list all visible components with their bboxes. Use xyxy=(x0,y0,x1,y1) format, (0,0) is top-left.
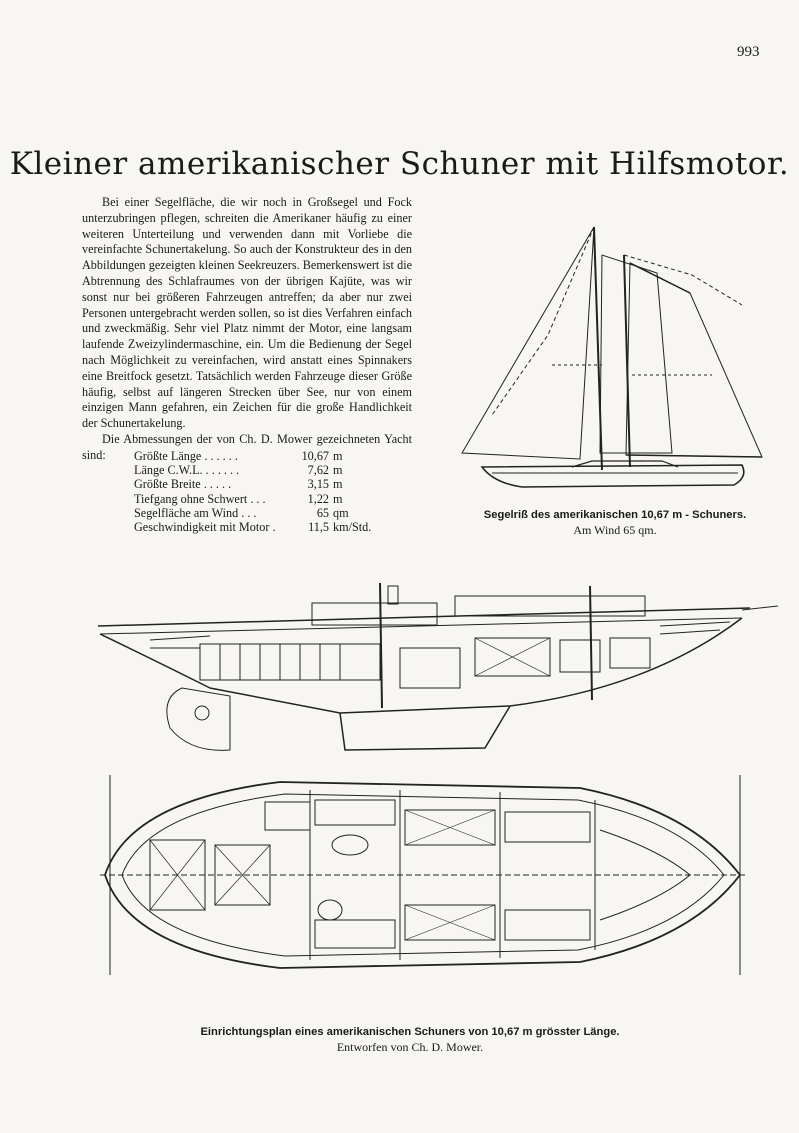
dimension-label: Länge C.W.L. . . . . . . xyxy=(134,463,240,478)
body-paragraph: Bei einer Segelfläche, die wir noch in G… xyxy=(82,195,412,431)
dimension-value: 7,62 xyxy=(307,463,329,478)
dimension-unit: qm xyxy=(333,505,349,520)
accommodation-plan-drawing xyxy=(100,775,748,975)
page-title: Kleiner amerikanischer Schuner mit Hilfs… xyxy=(9,146,790,182)
plan-caption: Einrichtungsplan eines amerikanischen Sc… xyxy=(200,1025,620,1055)
plan-caption-subtitle: Entworfen von Ch. D. Mower. xyxy=(336,1040,484,1054)
profile-section-drawing xyxy=(97,582,779,751)
sail-plan-caption-subtitle: Am Wind 65 qm. xyxy=(573,523,657,537)
dimension-unit: m xyxy=(333,449,343,463)
article-body: Bei einer Segelfläche, die wir noch in G… xyxy=(82,195,412,464)
sail-plan-drawing xyxy=(461,226,763,488)
dimension-label: Größte Länge . . . . . . xyxy=(134,449,238,463)
dimension-unit: m xyxy=(333,491,343,506)
dimension-unit: m xyxy=(333,477,343,492)
dimension-value: 65 xyxy=(316,505,329,520)
sail-plan-caption: Segelriß des amerikanischen 10,67 m - Sc… xyxy=(470,508,760,538)
page-number: 993 xyxy=(737,44,760,60)
dimension-row: Größte Breite . . . . . 3,15 m xyxy=(134,477,374,491)
dimension-label: Tiefgang ohne Schwert . . . xyxy=(134,491,266,506)
dimension-value: 1,22 xyxy=(307,491,329,506)
dimension-value: 11,5 xyxy=(308,520,329,535)
dimension-row: Länge C.W.L. . . . . . . 7,62 m xyxy=(134,463,374,477)
dimension-row: Geschwindigkeit mit Motor . 11,5 km/Std. xyxy=(134,520,374,534)
dimension-row: Segelfläche am Wind . . . 65 qm xyxy=(134,506,374,520)
dimension-unit: m xyxy=(333,463,343,478)
plan-caption-title: Einrichtungsplan eines amerikanischen Sc… xyxy=(200,1026,620,1038)
dimension-value: 3,15 xyxy=(307,477,329,492)
dimension-label: Größte Breite . . . . . xyxy=(134,477,232,492)
dimension-label: Segelfläche am Wind . . . xyxy=(134,505,257,520)
dimension-value: 10,67 xyxy=(301,449,329,463)
dimensions-table: Größte Länge . . . . . . 10,67 m Länge C… xyxy=(134,449,374,534)
dimension-label: Geschwindigkeit mit Motor . xyxy=(134,520,276,535)
dimensions-intro: Die Abmessungen der von Ch. D. Mower gez… xyxy=(82,431,412,462)
dimension-row: Tiefgang ohne Schwert . . . 1,22 m xyxy=(134,492,374,506)
dimension-row: Größte Länge . . . . . . 10,67 m xyxy=(134,449,374,463)
sail-plan-caption-title: Segelriß des amerikanischen 10,67 m - Sc… xyxy=(483,509,747,521)
dimension-unit: km/Std. xyxy=(333,520,372,535)
